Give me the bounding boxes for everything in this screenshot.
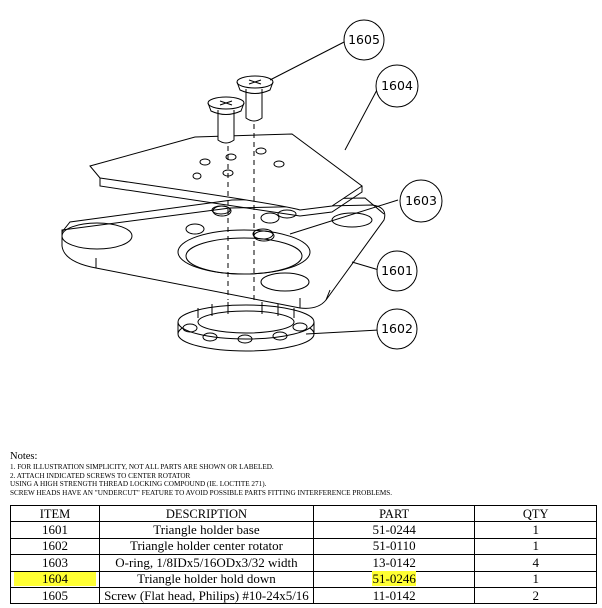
cell-description: O-ring, 1/8IDx5/16ODx3/32 width — [98, 554, 314, 572]
callout-1601: 1601 — [381, 263, 413, 278]
cell-item: 1601 — [10, 521, 100, 539]
notes-section: Notes: 1. For illustration simplicity, n… — [10, 451, 595, 497]
callout-1604: 1604 — [381, 78, 413, 93]
note-line: 1. For illustration simplicity, not all … — [10, 463, 274, 471]
table-header-row: ITEM DESCRIPTION PART QTY — [10, 504, 597, 523]
callout-1603: 1603 — [405, 193, 437, 208]
cell-qty: 1 — [474, 570, 597, 588]
parts-table: ITEM DESCRIPTION PART QTY 1601 Triangle … — [10, 504, 597, 605]
notes-title: Notes: — [10, 451, 38, 462]
table-row: 1601 Triangle holder base 51-0244 1 — [10, 521, 597, 539]
table-row: 1605 Screw (Flat head, Philips) #10-24x5… — [10, 586, 597, 605]
hold-down-plate-part — [89, 133, 363, 217]
cell-item: 1602 — [10, 537, 100, 556]
cell-description: Triangle holder center rotator — [98, 537, 314, 556]
callout-1605: 1605 — [348, 32, 380, 47]
note-line: using a high strength thread locking com… — [10, 480, 267, 489]
column-header-item: ITEM — [10, 504, 100, 523]
cell-part: 51-0244 — [312, 521, 476, 539]
table-row-highlighted: 1604 Triangle holder hold down 51-0246 1 — [10, 570, 597, 588]
note-line: 2. Attach indicated screws to center rot… — [10, 471, 191, 480]
screw-parts — [207, 75, 274, 300]
exploded-assembly-drawing: 1605 1604 1603 1601 1602 — [61, 19, 443, 352]
cell-description: Triangle holder base — [98, 521, 314, 539]
cell-qty: 4 — [474, 554, 597, 572]
cell-part: 11-0142 — [312, 586, 476, 605]
cell-description: Screw (Flat head, Philips) #10-24x5/16 — [98, 586, 314, 605]
center-rotator-part — [177, 302, 315, 352]
cell-qty: 2 — [474, 586, 597, 605]
cell-part: 51-0110 — [312, 537, 476, 556]
cell-qty: 1 — [474, 537, 597, 556]
column-header-description: DESCRIPTION — [98, 504, 314, 523]
column-header-qty: QTY — [474, 504, 597, 523]
triangle-base-part — [61, 197, 386, 309]
highlight-mark: 51-0246 — [372, 571, 416, 587]
note-line: Screw heads have an "undercut" feature t… — [10, 488, 393, 497]
cell-description: Triangle holder hold down — [98, 570, 314, 588]
highlight-mark: 1604 — [13, 572, 96, 587]
cell-item-highlighted: 1604 — [10, 570, 100, 588]
cell-qty: 1 — [474, 521, 597, 539]
cell-part-highlighted: 51-0246 — [312, 570, 476, 588]
o-ring-parts — [211, 205, 297, 240]
table-row: 1603 O-ring, 1/8IDx5/16ODx3/32 width 13-… — [10, 554, 597, 572]
cell-part: 13-0142 — [312, 554, 476, 572]
callout-1602: 1602 — [381, 321, 413, 336]
cell-item: 1605 — [10, 586, 100, 605]
column-header-part: PART — [312, 504, 476, 523]
cell-item: 1603 — [10, 554, 100, 572]
table-row: 1602 Triangle holder center rotator 51-0… — [10, 537, 597, 556]
